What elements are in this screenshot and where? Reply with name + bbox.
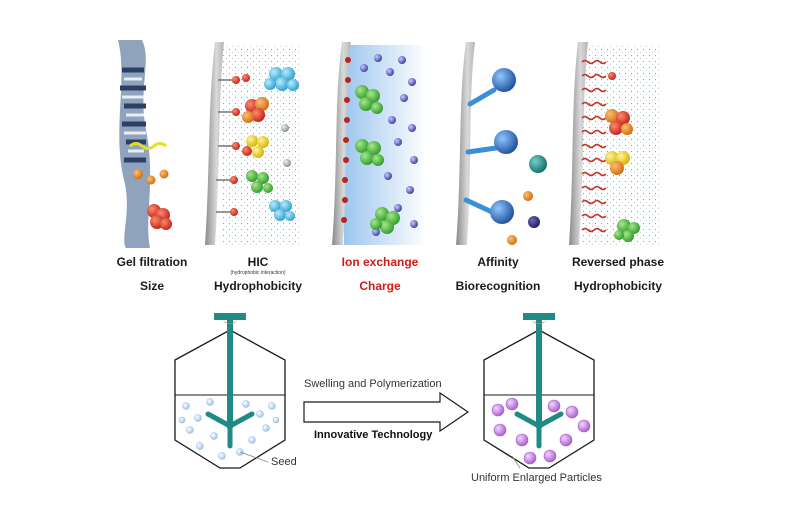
hic-ligand-bead [232,108,240,116]
hic-ligand-bead [242,74,250,82]
arrow-bottom-label: Innovative Technology [314,429,433,441]
property-label-hydrophobicity: Hydrophobicity [213,279,302,293]
hic-cyan-protein-top [264,67,299,91]
panel-gel-filtration [118,40,172,248]
enlarged-reactor [483,313,595,469]
affinity-teal-molecule [529,155,547,173]
method-label-ion-exchange: Ion exchange [341,255,419,269]
affinity-orange-molecule [523,191,533,201]
seed-label: Seed [271,456,297,468]
stirrer-shaft [227,320,233,428]
orange-small-molecule [133,169,143,179]
stirrer-knob-icon [531,320,547,324]
enlarged-particles [491,397,591,465]
hic-cyan-protein-bottom [269,200,295,221]
rp-column-wall [569,42,588,245]
enlarged-particles-label: Uniform Enlarged Particles [471,472,602,484]
gel-pore-highlights [122,77,146,153]
property-label-size: Size [139,279,164,293]
hic-green-protein [246,170,273,193]
rp-green-protein [614,219,640,242]
stirrer-shaft [536,320,542,428]
stirrer-handle [214,313,246,320]
panel-reversed-phase [569,42,660,245]
affinity-target-blue [492,68,516,92]
affinity-column-wall [456,42,475,245]
hic-ligand-bead [232,76,240,84]
panel-hic [205,42,300,245]
ion-green-protein-top [355,85,383,114]
method-label-gel-filtration: Gel filtration [116,255,188,269]
red-large-protein [147,204,172,230]
hic-ligand-bead [230,208,238,216]
affinity-target-blue [494,130,518,154]
yellow-molecule-chain [129,142,167,150]
ion-wall-charges [341,57,351,223]
rp-small-red-molecule [608,72,616,80]
affinity-orange-molecule [507,235,517,245]
rp-hydrophobic-chains [581,59,607,233]
rp-yellow-protein [605,151,630,175]
hic-gray-particle [281,124,289,132]
ion-green-protein-bottom [370,207,400,234]
affinity-navy-molecule [528,216,540,228]
rp-dotted-medium [582,45,660,245]
gel-pore-bands [120,67,146,163]
method-label-affinity: Affinity [477,255,519,269]
stirrer-blades [514,411,564,449]
enlarged-pointer-line [511,455,521,469]
stirrer-knob-icon [222,320,238,324]
ion-green-protein-middle [355,139,384,166]
stirrer-handle [523,313,555,320]
arrow-top-label: Swelling and Polymerization [304,378,442,390]
ion-column-wall [332,42,351,245]
seed-reactor [174,313,286,469]
seed-particles [178,398,280,460]
seed-pointer-line [239,451,269,463]
ion-counter-ions [360,54,418,236]
property-label-hydrophobicity-rp: Hydrophobicity [573,279,662,293]
hic-ligand-bead [230,176,238,184]
hic-gray-particle [283,159,291,167]
hic-yellow-protein [242,135,269,158]
method-label-reversed-phase: Reversed phase [571,255,665,269]
method-note-hic: (hydrophobic interaction) [230,270,286,276]
panel-ion-exchange [332,42,426,245]
orange-small-molecule [159,169,169,179]
hic-ligand-bead [232,142,240,150]
panel-affinity [456,42,547,245]
process-arrow [303,391,470,433]
affinity-ligand-arms [463,87,499,215]
stirrer-blades [205,411,255,449]
rp-red-orange-protein [605,109,633,135]
affinity-target-blue [490,200,514,224]
property-label-charge: Charge [359,279,401,293]
orange-small-molecule [146,175,156,185]
hic-red-orange-protein [242,97,269,123]
hic-column-wall [205,42,224,245]
method-label-hic: HIC [247,255,269,269]
property-label-biorecognition: Biorecognition [455,279,541,293]
